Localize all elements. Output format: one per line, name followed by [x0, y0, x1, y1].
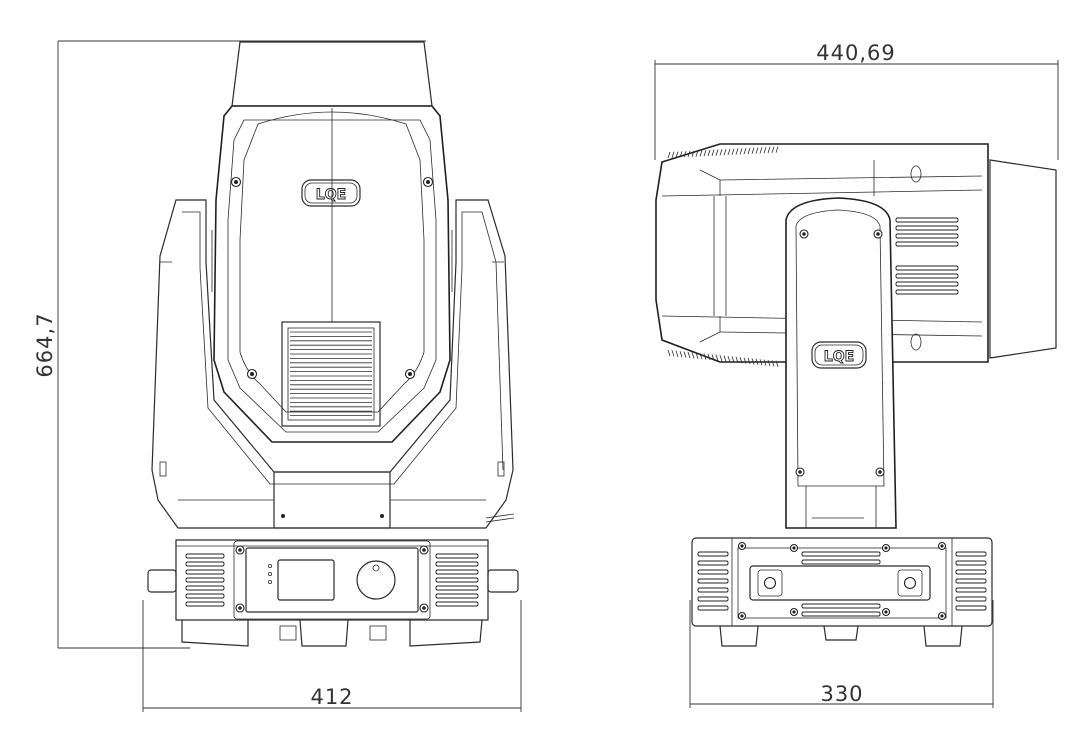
vent-slot: [185, 601, 225, 607]
vent-slot: [895, 225, 959, 231]
vent-slot: [801, 559, 881, 565]
vent-slot: [895, 217, 959, 223]
vent-slot: [955, 605, 987, 611]
front-logo-text: LQE: [316, 187, 346, 203]
vent-slot: [801, 611, 881, 617]
vent-slot: [895, 233, 959, 239]
dimension-lines: [57, 40, 1059, 712]
side-width-label: 330: [820, 682, 863, 706]
vent-slot: [435, 585, 479, 591]
vent-slot: [697, 587, 729, 593]
vent-slot: [435, 561, 479, 567]
vent-slot: [697, 596, 729, 602]
vent-slot: [185, 553, 225, 559]
vent-slot: [435, 601, 479, 607]
vent-slot: [955, 569, 987, 575]
vent-slot: [955, 587, 987, 593]
vent-slot: [185, 569, 225, 575]
vent-slot: [697, 605, 729, 611]
vent-slot: [697, 560, 729, 566]
vent-slot: [435, 593, 479, 599]
vent-slot: [185, 593, 225, 599]
vent-slot: [955, 578, 987, 584]
front-height-label: 664,7: [33, 312, 57, 377]
side-length-label: 440,69: [816, 41, 895, 65]
front-width-label: 412: [310, 685, 353, 709]
vent-slot: [895, 289, 959, 295]
vent-slot: [955, 551, 987, 557]
vent-slot: [895, 265, 959, 271]
vent-slot: [895, 241, 959, 247]
front-view: LQE: [147, 41, 519, 647]
vent-slot: [185, 561, 225, 567]
vent-slot: [435, 553, 479, 559]
vent-slot: [801, 551, 881, 557]
vent-slot: [435, 569, 479, 575]
vent-slot: [697, 551, 729, 557]
vent-slot: [185, 577, 225, 583]
side-logo-text: LQE: [824, 349, 854, 365]
vent-slot: [895, 281, 959, 287]
vent-slot: [435, 577, 479, 583]
vent-slot: [895, 273, 959, 279]
vent-slot: [955, 560, 987, 566]
vent-slot: [801, 603, 881, 609]
vent-slot: [185, 585, 225, 591]
vent-slot: [697, 569, 729, 575]
side-view: LQE: [655, 143, 1057, 647]
vent-slot: [955, 596, 987, 602]
vent-slot: [697, 578, 729, 584]
